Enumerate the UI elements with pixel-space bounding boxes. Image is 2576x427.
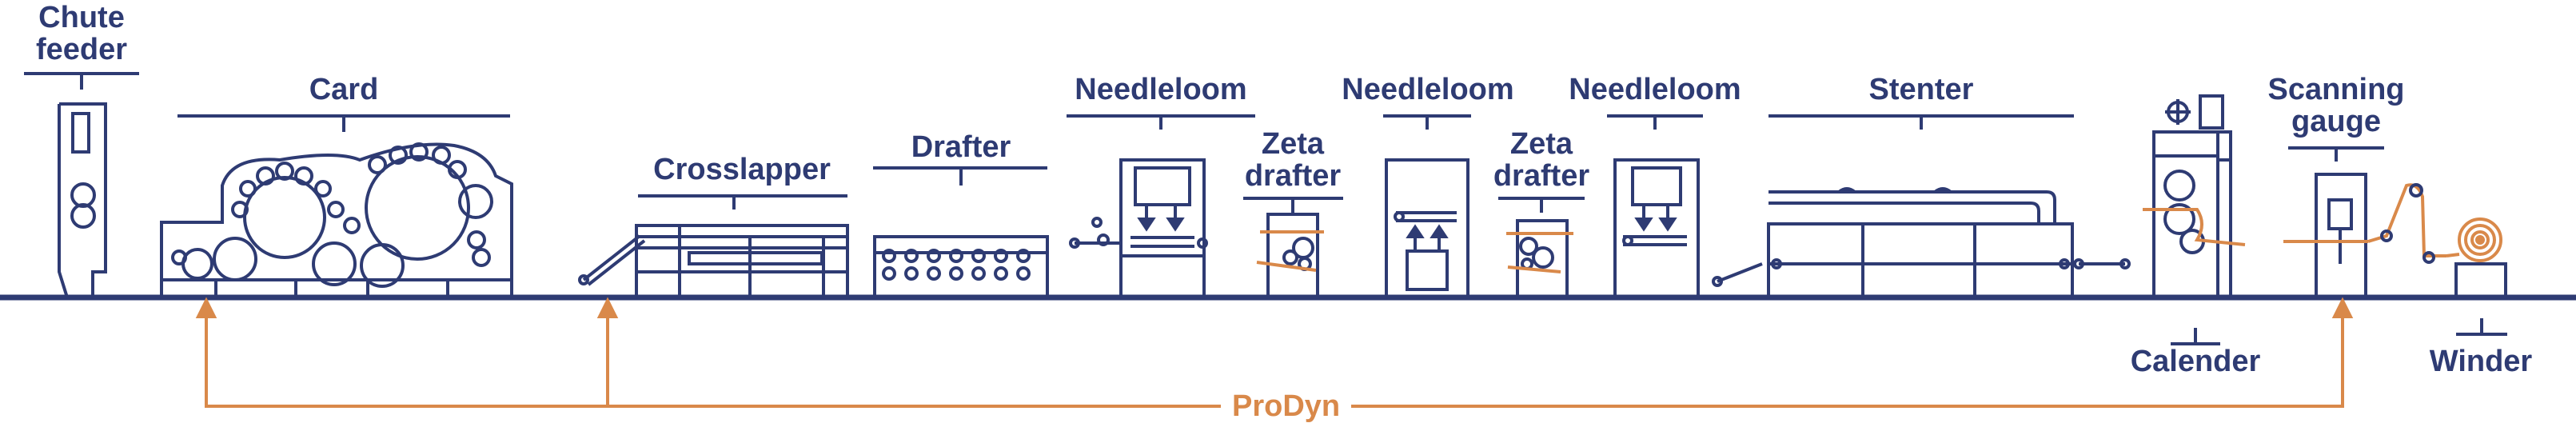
card-machine bbox=[160, 142, 513, 297]
label-calender: Calender bbox=[2130, 345, 2261, 378]
drafter-machine bbox=[873, 235, 1049, 299]
calender-machine bbox=[2143, 94, 2246, 299]
winder-machine bbox=[2446, 217, 2507, 299]
scanning-gauge-machine bbox=[2283, 173, 2446, 299]
label-needleloom-1: Needleloom bbox=[1075, 73, 1247, 106]
needleloom-2-machine bbox=[1385, 158, 1469, 299]
stenter-machine bbox=[1712, 187, 2131, 299]
zeta-drafter-2-machine bbox=[1506, 219, 1573, 299]
label-needleloom-2: Needleloom bbox=[1342, 73, 1514, 106]
label-needleloom-3: Needleloom bbox=[1569, 73, 1741, 106]
label-prodyn: ProDyn bbox=[1221, 390, 1352, 422]
zeta-drafter-1-machine bbox=[1256, 213, 1324, 299]
chute-feeder-machine bbox=[58, 102, 107, 298]
label-stenter: Stenter bbox=[1868, 73, 1974, 106]
crosslapper-machine bbox=[578, 224, 849, 299]
label-winder: Winder bbox=[2429, 345, 2533, 378]
label-drafter: Drafter bbox=[911, 130, 1011, 164]
label-crosslapper: Crosslapper bbox=[653, 153, 831, 186]
label-card: Card bbox=[309, 73, 379, 106]
needleloom-3-machine bbox=[1613, 158, 1700, 299]
needleloom-1-machine bbox=[1069, 158, 1208, 299]
label-brackets bbox=[24, 72, 2507, 345]
